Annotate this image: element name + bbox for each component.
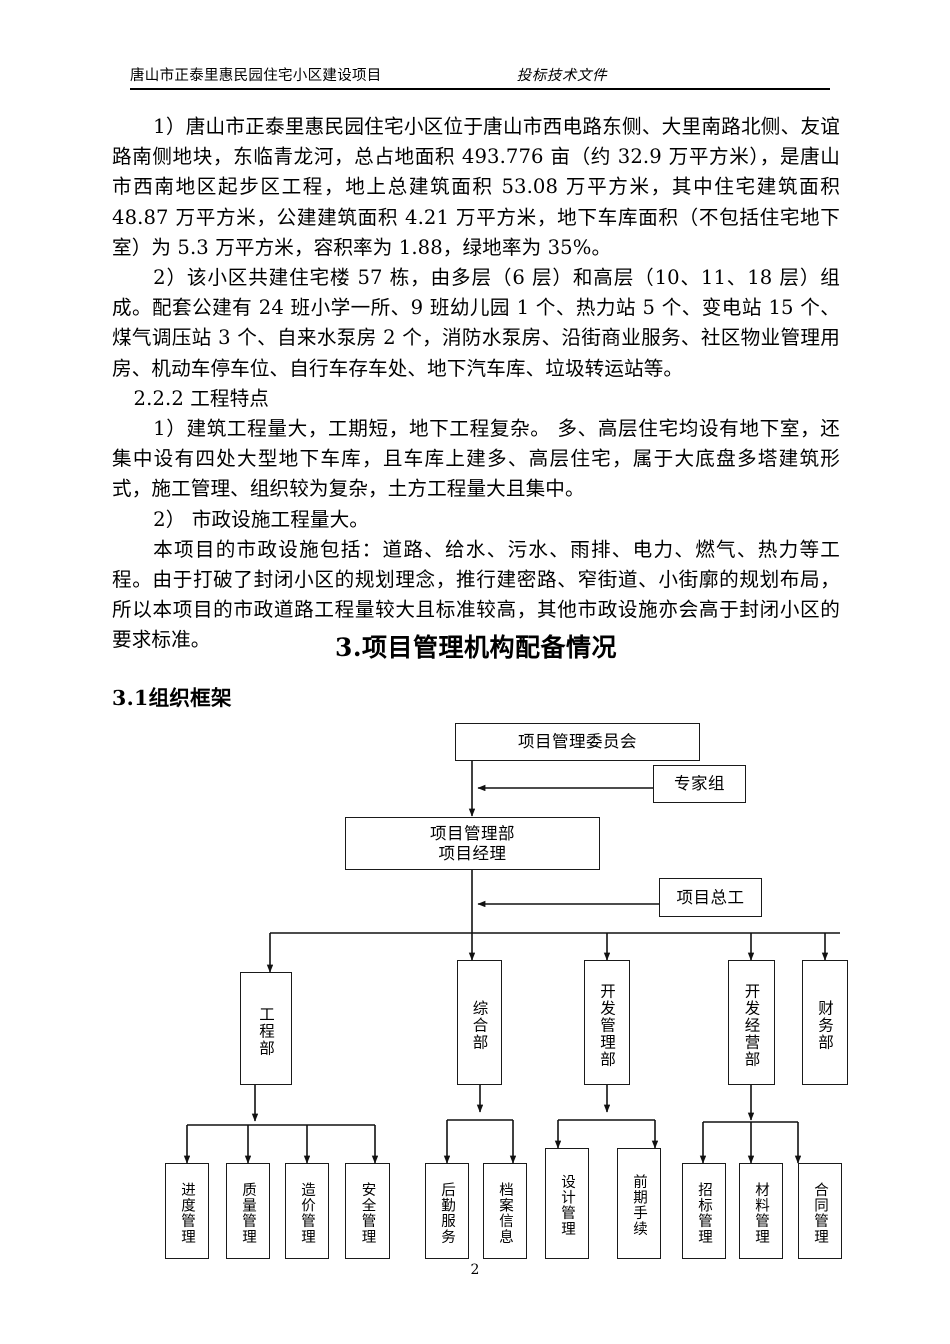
section-heading-3-1: 3.1组织框架 bbox=[112, 686, 232, 710]
management-dept-line-2: 项目经理 bbox=[438, 843, 507, 863]
org-node-unit-archive-information[interactable]: 档案信息 bbox=[483, 1163, 527, 1259]
management-dept-line-1: 项目管理部 bbox=[430, 823, 515, 843]
org-node-unit-logistics-service[interactable]: 后勤服务 bbox=[425, 1163, 469, 1259]
org-node-dept-development-management[interactable]: 开发管理部 bbox=[584, 960, 630, 1085]
org-node-dept-engineering[interactable]: 工程部 bbox=[240, 972, 292, 1085]
org-node-chief-engineer[interactable]: 项目总工 bbox=[659, 878, 762, 917]
paragraph-6: 本项目的市政设施包括：道路、给水、污水、雨排、电力、燃气、热力等工程。由于打破了… bbox=[112, 537, 840, 652]
paragraph-1: 1）唐山市正泰里惠民园住宅小区位于唐山市西电路东侧、大里南路北侧、友谊路南侧地块… bbox=[112, 115, 840, 259]
org-node-dept-finance[interactable]: 财务部 bbox=[802, 960, 848, 1085]
org-node-unit-design-management[interactable]: 设计管理 bbox=[545, 1148, 589, 1259]
header-document-type: 投标技术文件 bbox=[516, 68, 608, 84]
org-node-dept-general[interactable]: 综合部 bbox=[457, 960, 502, 1085]
org-node-dept-development-operations[interactable]: 开发经营部 bbox=[728, 960, 775, 1085]
org-node-expert-group[interactable]: 专家组 bbox=[653, 765, 746, 803]
paragraph-5: 2） 市政设施工程量大。 bbox=[153, 507, 369, 531]
org-node-unit-material-management[interactable]: 材料管理 bbox=[739, 1163, 783, 1259]
paragraph-2: 2）该小区共建住宅楼 57 栋，由多层（6 层）和高层（10、11、18 层）组… bbox=[112, 266, 840, 380]
page-number: 2 bbox=[470, 1262, 480, 1278]
org-node-unit-safety-management[interactable]: 安全管理 bbox=[345, 1163, 390, 1259]
org-node-unit-schedule-management[interactable]: 进度管理 bbox=[165, 1163, 209, 1259]
org-node-unit-preliminary-procedures[interactable]: 前期手续 bbox=[617, 1148, 661, 1259]
org-node-unit-bidding-management[interactable]: 招标管理 bbox=[682, 1163, 726, 1259]
org-node-unit-contract-management[interactable]: 合同管理 bbox=[798, 1163, 842, 1259]
header-project-title: 唐山市正泰里惠民园住宅小区建设项目 bbox=[130, 68, 382, 84]
org-node-committee[interactable]: 项目管理委员会 bbox=[455, 723, 700, 761]
org-node-unit-cost-management[interactable]: 造价管理 bbox=[285, 1163, 329, 1259]
document-body: 1）唐山市正泰里惠民园住宅小区位于唐山市西电路东侧、大里南路北侧、友谊路南侧地块… bbox=[112, 112, 840, 656]
section-heading-3: 3.项目管理机构配备情况 bbox=[334, 633, 618, 662]
org-node-management-dept[interactable]: 项目管理部 项目经理 bbox=[345, 817, 600, 870]
heading-2-2-2: 2.2.2 工程特点 bbox=[133, 386, 270, 410]
org-node-unit-quality-management[interactable]: 质量管理 bbox=[226, 1163, 270, 1259]
page-header: 唐山市正泰里惠民园住宅小区建设项目 投标技术文件 bbox=[130, 58, 830, 90]
paragraph-4: 1）建筑工程量大，工期短，地下工程复杂。 多、高层住宅均设有地下室，还集中设有四… bbox=[112, 417, 840, 501]
